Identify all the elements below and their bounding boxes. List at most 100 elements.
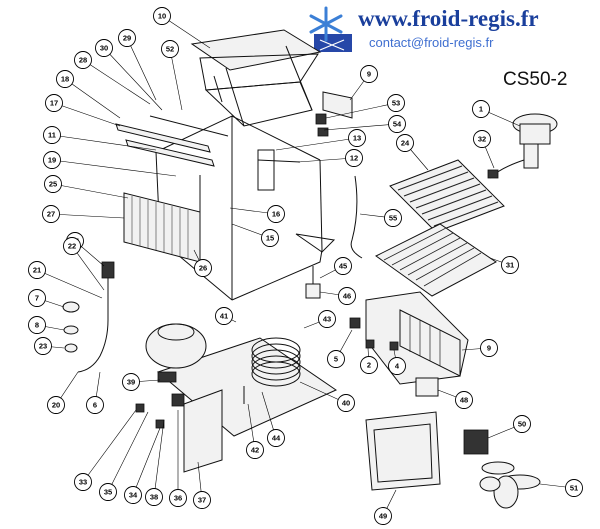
callout-24: 24 bbox=[396, 134, 429, 171]
callout-label: 34 bbox=[129, 491, 138, 500]
callout-label: 51 bbox=[570, 484, 578, 493]
fan-motor bbox=[463, 429, 489, 455]
callout-circle bbox=[215, 307, 233, 325]
callout-label: 10 bbox=[158, 12, 166, 21]
callout-circle bbox=[388, 115, 406, 133]
site-url[interactable]: www.froid-regis.fr bbox=[358, 6, 539, 31]
callout-circle bbox=[122, 373, 140, 391]
small-brackets bbox=[315, 91, 353, 137]
callout-circle bbox=[74, 473, 92, 491]
callout-circle bbox=[267, 429, 285, 447]
callout-label: 18 bbox=[61, 75, 69, 84]
callout-leader bbox=[71, 245, 105, 291]
callout-55: 55 bbox=[359, 209, 402, 227]
callout-6: 6 bbox=[86, 371, 104, 414]
callout-label: 21 bbox=[33, 266, 41, 275]
callout-leader bbox=[169, 48, 183, 111]
callout-label: 26 bbox=[199, 264, 207, 273]
callout-label: 55 bbox=[389, 214, 397, 223]
callout-leader bbox=[323, 123, 398, 131]
callout-label: 41 bbox=[220, 312, 228, 321]
callout-circle bbox=[374, 507, 392, 525]
callout-circle bbox=[387, 94, 405, 112]
water-pump bbox=[487, 113, 558, 179]
callout-circle bbox=[47, 396, 65, 414]
callout-leader bbox=[107, 411, 149, 493]
callout-circle bbox=[261, 229, 279, 247]
callout-11: 11 bbox=[43, 126, 157, 151]
callout-52: 52 bbox=[161, 40, 183, 111]
callout-label: 5 bbox=[334, 355, 338, 364]
callout-9: 9 bbox=[349, 65, 378, 101]
callout-circle bbox=[345, 149, 363, 167]
callout-9: 9 bbox=[461, 339, 498, 357]
compressor bbox=[145, 323, 207, 383]
callout-1: 1 bbox=[472, 100, 521, 127]
callout-7: 7 bbox=[28, 289, 65, 308]
callout-label: 30 bbox=[100, 44, 108, 53]
callout-leader bbox=[103, 47, 163, 111]
callout-circle bbox=[267, 205, 285, 223]
callout-circle bbox=[388, 357, 406, 375]
callout-label: 7 bbox=[35, 294, 39, 303]
callout-leader bbox=[161, 15, 211, 49]
callout-circle bbox=[28, 316, 46, 334]
callout-50: 50 bbox=[487, 415, 531, 439]
callout-circle bbox=[501, 256, 519, 274]
callout-leader bbox=[325, 102, 397, 119]
fan-blade bbox=[479, 461, 541, 509]
callout-leader bbox=[82, 59, 151, 105]
callout-45: 45 bbox=[319, 257, 352, 279]
callout-label: 46 bbox=[343, 292, 351, 301]
callout-31: 31 bbox=[489, 256, 519, 274]
callout-leader bbox=[50, 213, 125, 219]
callout-circle bbox=[43, 151, 61, 169]
callout-circle bbox=[565, 479, 583, 497]
callout-label: 49 bbox=[379, 512, 387, 521]
callout-label: 54 bbox=[393, 120, 402, 129]
callout-label: 1 bbox=[479, 105, 483, 114]
callout-circle bbox=[360, 65, 378, 83]
callout-leader bbox=[64, 78, 121, 119]
callout-circle bbox=[28, 289, 46, 307]
callout-circle bbox=[513, 415, 531, 433]
callout-leader bbox=[297, 157, 355, 163]
callout-16: 16 bbox=[229, 205, 285, 223]
callout-leader bbox=[52, 183, 129, 199]
callout-leader bbox=[51, 134, 157, 151]
callout-22: 22 bbox=[63, 237, 105, 291]
callout-label: 12 bbox=[350, 154, 358, 163]
callout-leader bbox=[51, 159, 177, 177]
callout-5: 5 bbox=[327, 329, 353, 368]
evaporator-coil bbox=[389, 159, 505, 233]
callout-circle bbox=[95, 39, 113, 57]
callout-26: 26 bbox=[193, 249, 212, 277]
drain-hose bbox=[350, 175, 363, 259]
inlet-pipes bbox=[77, 261, 115, 373]
callout-32: 32 bbox=[473, 130, 495, 169]
callout-circle bbox=[472, 100, 490, 118]
callout-circle bbox=[246, 441, 264, 459]
callout-label: 43 bbox=[323, 315, 331, 324]
callout-36: 36 bbox=[169, 410, 187, 507]
callout-40: 40 bbox=[299, 381, 355, 412]
callout-label: 40 bbox=[342, 399, 350, 408]
callout-circle bbox=[194, 259, 212, 277]
callout-2: 2 bbox=[360, 347, 378, 374]
callout-34: 34 bbox=[124, 427, 161, 504]
callout-circle bbox=[153, 7, 171, 25]
callout-15: 15 bbox=[231, 223, 279, 247]
callout-circle bbox=[45, 94, 63, 112]
callout-43: 43 bbox=[303, 310, 336, 329]
callout-label: 38 bbox=[150, 493, 158, 502]
callout-23: 23 bbox=[34, 337, 65, 355]
contact-email[interactable]: contact@froid-regis.fr bbox=[369, 35, 494, 50]
callout-circle bbox=[327, 350, 345, 368]
callout-leader bbox=[275, 137, 358, 151]
callout-label: 29 bbox=[123, 34, 131, 43]
callout-label: 15 bbox=[266, 234, 274, 243]
callout-19: 19 bbox=[43, 151, 177, 177]
callout-label: 9 bbox=[367, 70, 371, 79]
callout-label: 27 bbox=[47, 210, 55, 219]
